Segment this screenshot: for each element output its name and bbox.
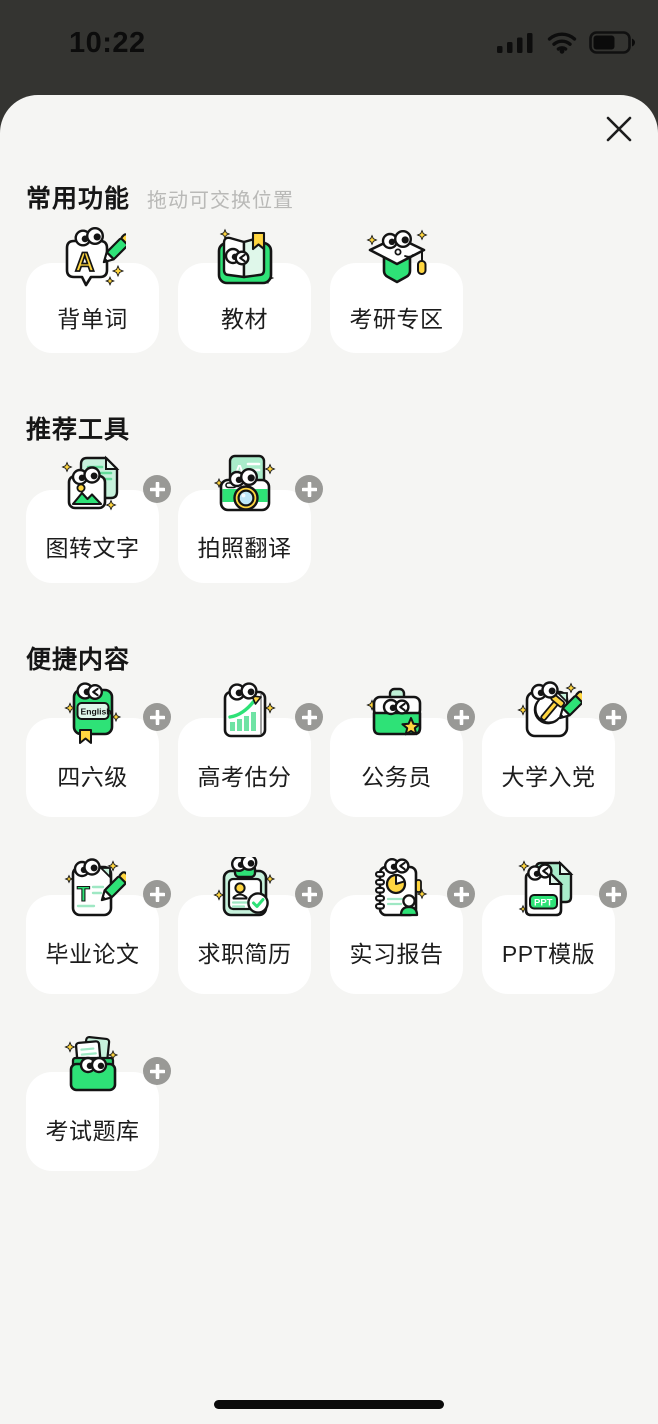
svg-text:T: T	[77, 883, 90, 906]
add-button[interactable]	[447, 703, 475, 731]
section-header: 常用功能拖动可交换位置	[26, 179, 632, 213]
textbook-icon	[212, 225, 278, 291]
tile-label: 四六级	[57, 764, 128, 790]
tile-ppt-template[interactable]: PPT PPT模版	[482, 857, 627, 994]
tile-label: 背单词	[57, 306, 128, 332]
add-button[interactable]	[599, 703, 627, 731]
grad-cap-icon	[364, 225, 430, 291]
party-join-icon	[516, 680, 587, 746]
cet46-icon: English	[60, 680, 126, 746]
tile-internship-report[interactable]: 实习报告	[330, 857, 475, 994]
add-button[interactable]	[447, 880, 475, 908]
section-header: 便捷内容	[26, 640, 632, 674]
add-button[interactable]	[143, 1057, 171, 1085]
tile-label: 高考估分	[197, 764, 292, 790]
close-button[interactable]	[603, 114, 635, 146]
image-to-text-icon	[60, 452, 126, 518]
tile-cet46[interactable]: English 四六级	[26, 680, 171, 817]
svg-text:A: A	[75, 247, 95, 277]
add-button[interactable]	[143, 880, 171, 908]
section-header: 推荐工具	[26, 410, 632, 444]
svg-text:PPT: PPT	[534, 898, 553, 909]
tile-photo-translate[interactable]: A 拍照翻译	[178, 452, 323, 583]
home-indicator[interactable]	[214, 1400, 444, 1409]
add-button[interactable]	[599, 880, 627, 908]
ppt-template-icon: PPT	[516, 857, 582, 923]
svg-text:A: A	[234, 462, 245, 479]
tile-party-join[interactable]: 大学入党	[482, 680, 627, 817]
section-subtitle: 拖动可交换位置	[147, 190, 295, 212]
section-title: 推荐工具	[26, 416, 131, 444]
tile-label: 图转文字	[45, 535, 140, 561]
add-button[interactable]	[143, 703, 171, 731]
tile-label: 教材	[221, 306, 268, 332]
tile-label: 考研专区	[349, 306, 444, 332]
tile-resume[interactable]: 求职简历	[178, 854, 323, 994]
add-button[interactable]	[143, 475, 171, 503]
feature-manage-sheet: 常用功能拖动可交换位置 A 背单词 教材 考研专区推荐工具 图转文字 A 拍照翻…	[0, 95, 658, 1424]
tile-grid: A 背单词 教材 考研专区	[26, 225, 632, 353]
word-book-icon: A	[60, 225, 133, 291]
civil-servant-icon	[364, 680, 430, 746]
signal-icon	[497, 32, 535, 59]
tile-grid: 图转文字 A 拍照翻译	[26, 452, 632, 583]
svg-text:English: English	[80, 707, 111, 717]
tile-question-bank[interactable]: 考试题库	[26, 1034, 171, 1171]
section-title: 便捷内容	[26, 646, 131, 674]
tile-grad-cap[interactable]: 考研专区	[330, 225, 463, 353]
tile-textbook[interactable]: 教材	[178, 225, 311, 353]
tile-label: 实习报告	[349, 941, 444, 967]
battery-icon	[589, 31, 636, 59]
section-title: 常用功能	[26, 185, 131, 213]
tile-word-book[interactable]: A 背单词	[26, 225, 159, 353]
clock: 10:22	[69, 27, 146, 59]
gaokao-score-icon	[212, 680, 278, 746]
tile-civil-servant[interactable]: 公务员	[330, 680, 475, 817]
add-button[interactable]	[295, 880, 323, 908]
photo-translate-icon: A	[212, 452, 278, 518]
add-button[interactable]	[295, 475, 323, 503]
tile-image-to-text[interactable]: 图转文字	[26, 452, 171, 583]
resume-icon	[212, 854, 278, 923]
tile-label: 拍照翻译	[197, 535, 292, 561]
tile-label: 毕业论文	[45, 941, 140, 967]
close-icon	[604, 114, 634, 147]
question-bank-icon	[60, 1034, 126, 1100]
tile-label: 求职简历	[197, 941, 292, 967]
tile-grid: English 四六级 高考估分 公务员 大学入党 T 毕业论文 求职简历 实习…	[26, 680, 632, 1171]
status-bar: 10:22	[0, 0, 658, 95]
tile-thesis[interactable]: T 毕业论文	[26, 857, 171, 994]
tile-label: 考试题库	[45, 1118, 140, 1144]
tile-label: PPT模版	[501, 941, 596, 967]
tile-label: 公务员	[361, 764, 432, 790]
tile-gaokao-score[interactable]: 高考估分	[178, 680, 323, 817]
tile-label: 大学入党	[501, 764, 596, 790]
thesis-icon: T	[60, 857, 131, 923]
wifi-icon	[547, 31, 577, 59]
add-button[interactable]	[295, 703, 323, 731]
internship-report-icon	[364, 857, 430, 923]
